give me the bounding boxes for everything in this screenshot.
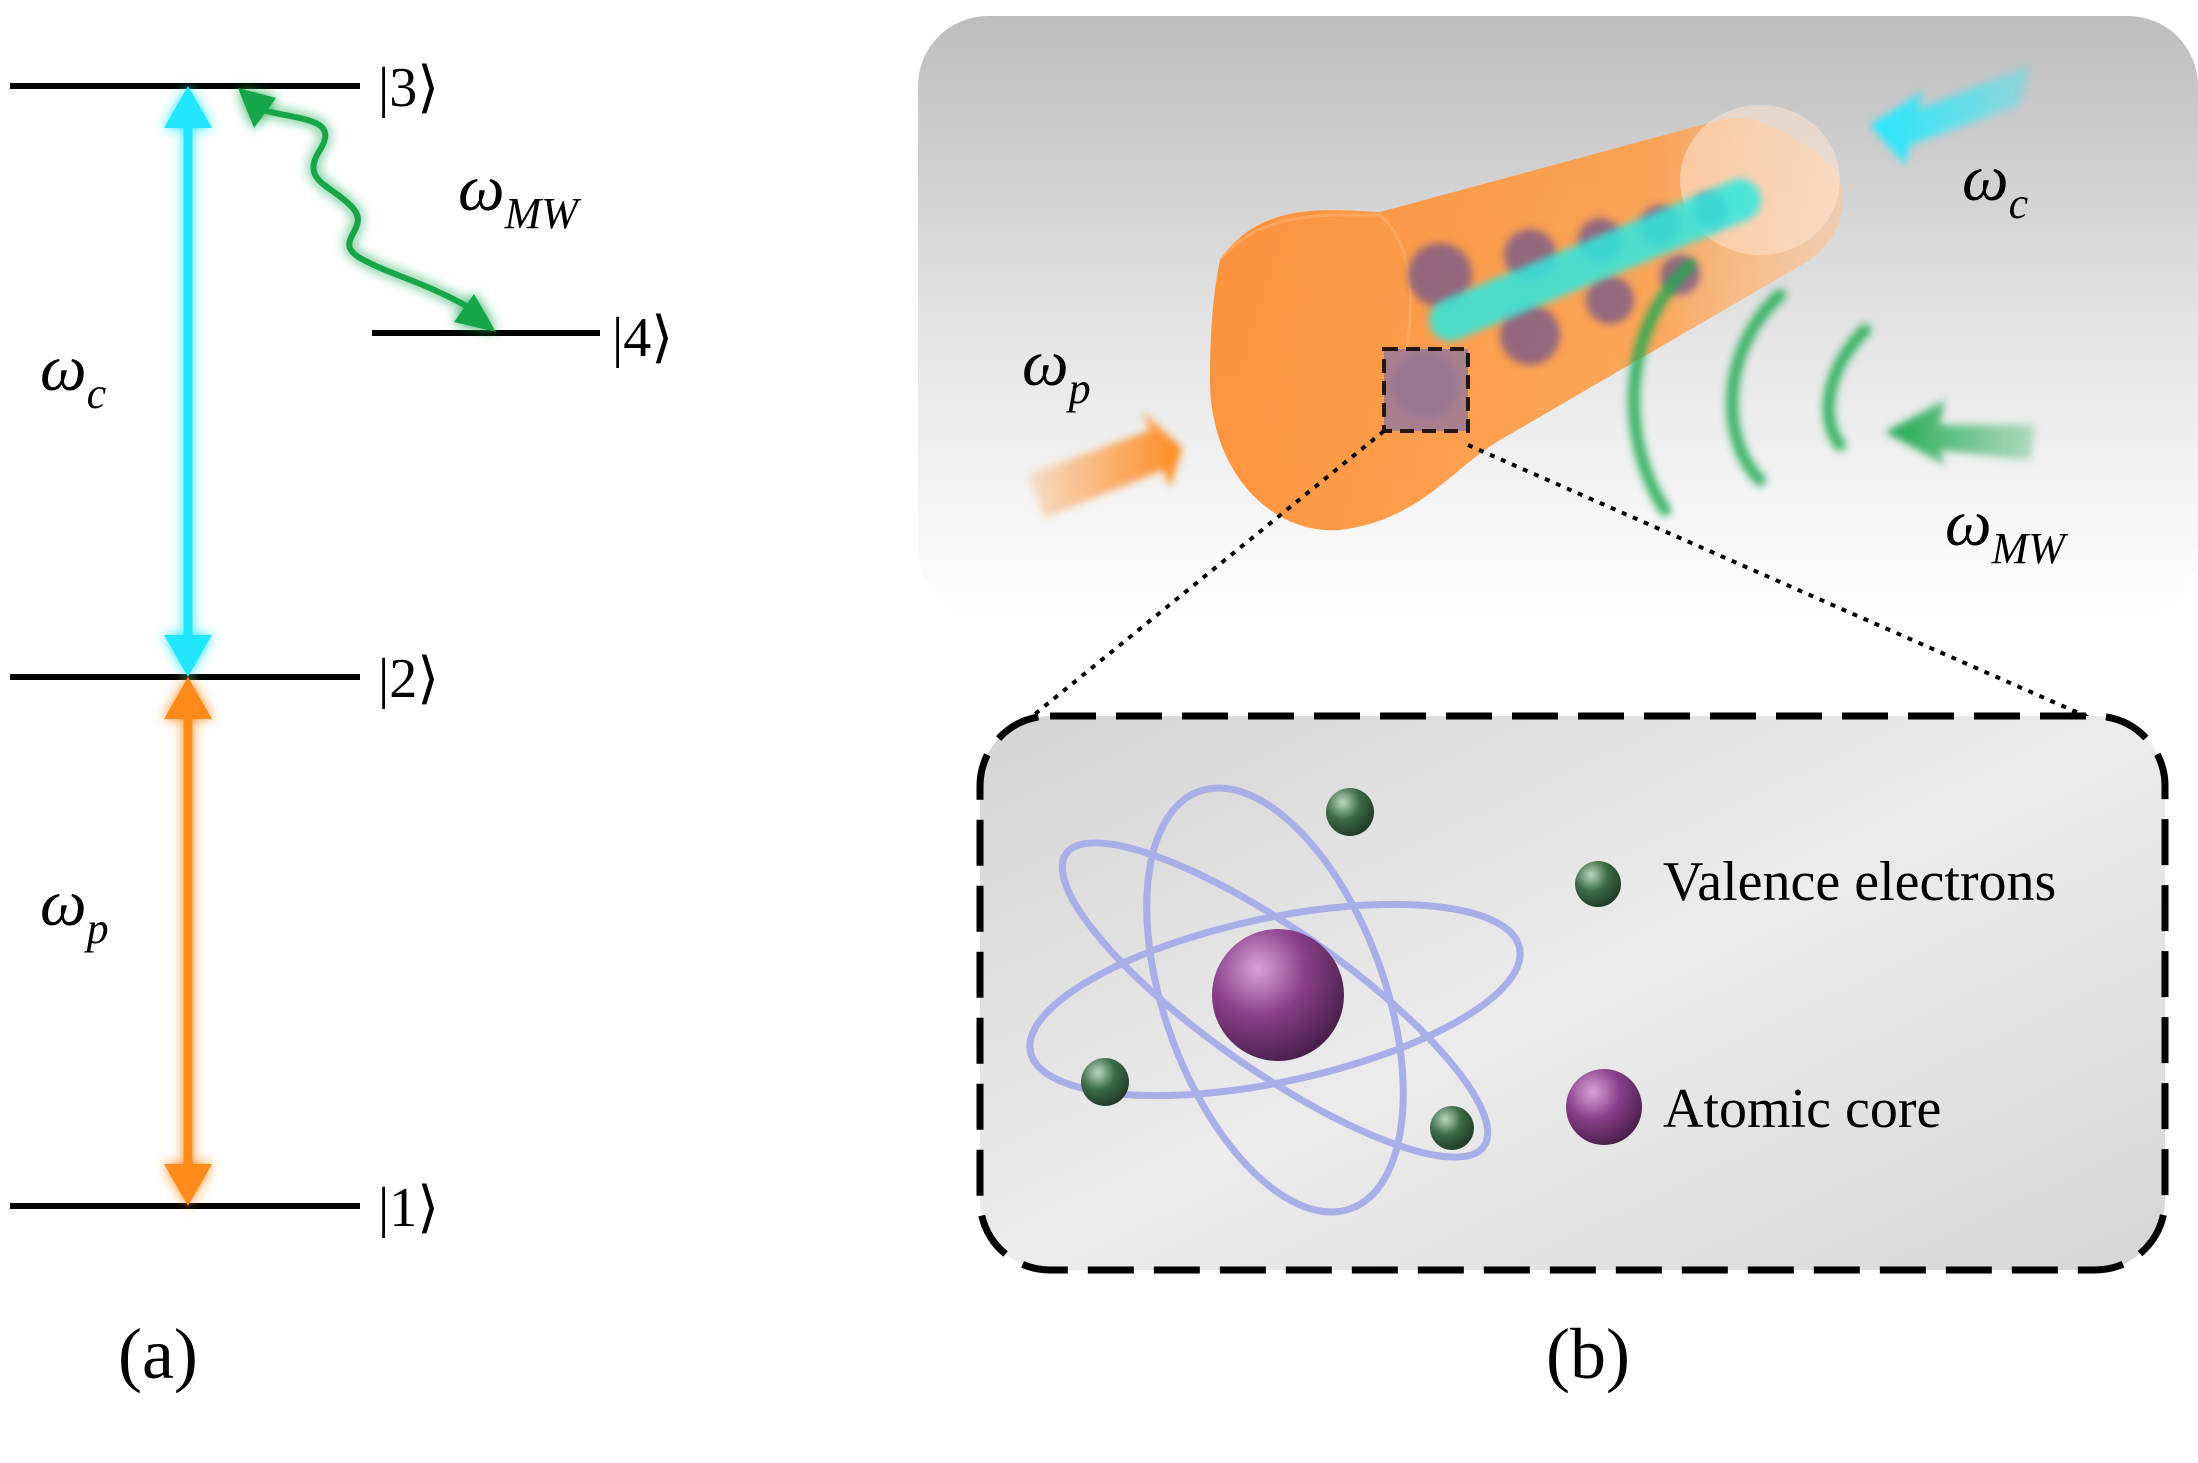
probe-beam-label: ωp xyxy=(1022,327,1091,413)
atom-model xyxy=(1026,784,1524,1216)
coupling-beam-arrow xyxy=(1870,65,2030,165)
level-4-label: |4⟩ xyxy=(612,307,673,369)
valence-electron xyxy=(1081,1058,1129,1106)
microwave-frequency-label: ωMW xyxy=(458,152,581,238)
level-3-label: |3⟩ xyxy=(378,57,439,119)
core-legend-label: Atomic core xyxy=(1663,1078,1941,1140)
zoom-line-right xyxy=(1467,443,2091,720)
level-1-label: |1⟩ xyxy=(378,1177,439,1239)
probe-beam-arrow xyxy=(1028,412,1182,518)
atomic-core-sphere xyxy=(1212,929,1344,1061)
electron-legend-label: Valence electrons xyxy=(1663,851,2056,913)
panel-b-caption: (b) xyxy=(1546,1314,1630,1394)
panel-a-caption: (a) xyxy=(118,1314,198,1394)
probe-transition-arrow xyxy=(164,677,212,1206)
microwave-transition-arrow xyxy=(238,88,496,332)
core-legend-marker xyxy=(1566,1069,1642,1145)
coupling-transition-arrow xyxy=(164,86,212,677)
panel-a-level-diagram: |3⟩ |4⟩ |2⟩ |1⟩ ωc ωp ωMW xyxy=(10,57,673,1394)
valence-electron xyxy=(1326,788,1374,836)
level-2-label: |2⟩ xyxy=(378,648,439,710)
coupling-beam-label: ωc xyxy=(1962,142,2029,228)
coupling-beam-core xyxy=(1429,179,1761,341)
panel-b-illustration: ωp ωc ωMW Valence electrons xyxy=(918,16,2198,1394)
inset-legend: Valence electrons Atomic core xyxy=(1566,851,2056,1145)
atom-inset-box xyxy=(976,712,2169,1274)
microwave-wavefronts xyxy=(1627,259,1871,516)
coupling-frequency-label: ωc xyxy=(40,332,107,418)
microwave-beam-arrow xyxy=(1885,400,2035,465)
electron-legend-marker xyxy=(1575,861,1621,907)
zoom-line-left xyxy=(1028,429,1386,720)
selected-atom-region xyxy=(1382,347,1470,433)
microwave-beam-label: ωMW xyxy=(1945,487,2068,573)
valence-electron xyxy=(1430,1106,1474,1150)
electron-orbits xyxy=(1026,784,1524,1216)
probe-frequency-label: ωp xyxy=(40,867,109,953)
